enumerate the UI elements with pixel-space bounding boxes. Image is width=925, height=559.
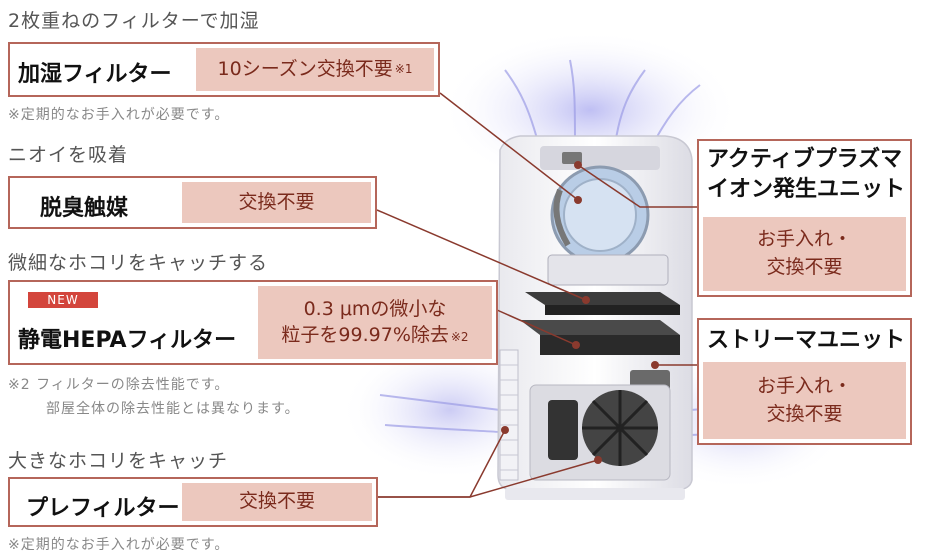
deodorize-caption: ニオイを吸着	[8, 144, 129, 166]
hepa-tag-line2-wrap: 粒子を99.97%除去※2	[281, 323, 468, 349]
hepa-note-1: ※2 フィルターの除去性能です。	[8, 377, 230, 393]
humidify-filter-tag-text: 10シーズン交換不要	[217, 57, 393, 80]
hepa-tag-mark: ※2	[450, 329, 469, 344]
prefilter-note: ※定期的なお手入れが必要です。	[8, 537, 230, 553]
hepa-tag-line1: 0.3 μmの微小な	[303, 297, 447, 320]
plasma-tag-line1: お手入れ・	[756, 228, 852, 251]
prefilter-box: プレフィルター 交換不要	[8, 477, 378, 527]
prefilter-caption: 大きなホコリをキャッチ	[8, 450, 229, 472]
streamer-unit-tag: お手入れ・ 交換不要	[703, 362, 906, 439]
plasma-title-line2: イオン発生ユニット	[707, 176, 906, 202]
humidify-filter-tag: 10シーズン交換不要 ※1	[196, 48, 434, 91]
hepa-caption: 微細なホコリをキャッチする	[8, 252, 269, 274]
deodorize-box: 脱臭触媒 交換不要	[8, 176, 377, 229]
plasma-unit-box: アクティブプラズマ イオン発生ユニット お手入れ・ 交換不要	[697, 139, 912, 297]
humidify-caption: 2枚重ねのフィルターで加湿	[8, 10, 260, 32]
plasma-title-line1: アクティブプラズマ	[707, 147, 903, 172]
streamer-tag-line2: 交換不要	[766, 402, 843, 425]
hepa-tag-line2: 粒子を99.97%除去	[281, 323, 449, 346]
hepa-tag: 0.3 μmの微小な 粒子を99.97%除去※2	[258, 286, 492, 359]
prefilter-name: プレフィルター	[26, 496, 180, 521]
streamer-unit-title: ストリーマユニット	[707, 328, 906, 353]
new-badge: NEW	[28, 292, 98, 308]
humidify-filter-box: 加湿フィルター 10シーズン交換不要 ※1	[8, 42, 440, 97]
streamer-unit-box: ストリーマユニット お手入れ・ 交換不要	[697, 318, 912, 445]
plasma-unit-title: アクティブプラズマ イオン発生ユニット	[707, 145, 905, 204]
plasma-unit-tag: お手入れ・ 交換不要	[703, 217, 906, 291]
prefilter-tag: 交換不要	[182, 483, 372, 521]
hepa-note-2: 部屋全体の除去性能とは異なります。	[46, 401, 300, 417]
plasma-tag-line2: 交換不要	[766, 256, 843, 278]
streamer-tag-line1: お手入れ・	[756, 374, 852, 397]
humidify-filter-name: 加湿フィルター	[18, 62, 172, 87]
humidify-note: ※定期的なお手入れが必要です。	[8, 107, 230, 123]
hepa-name: 静電HEPAフィルター	[18, 328, 237, 353]
deodorize-catalyst	[525, 292, 680, 305]
prefilter-mesh	[499, 349, 519, 481]
humidify-filter-tag-mark: ※1	[394, 62, 413, 77]
deodorize-tag: 交換不要	[182, 182, 371, 223]
hepa-box: NEW 静電HEPAフィルター 0.3 μmの微小な 粒子を99.97%除去※2	[8, 280, 498, 365]
deodorize-name: 脱臭触媒	[40, 196, 129, 221]
hepa-filter	[520, 320, 680, 335]
